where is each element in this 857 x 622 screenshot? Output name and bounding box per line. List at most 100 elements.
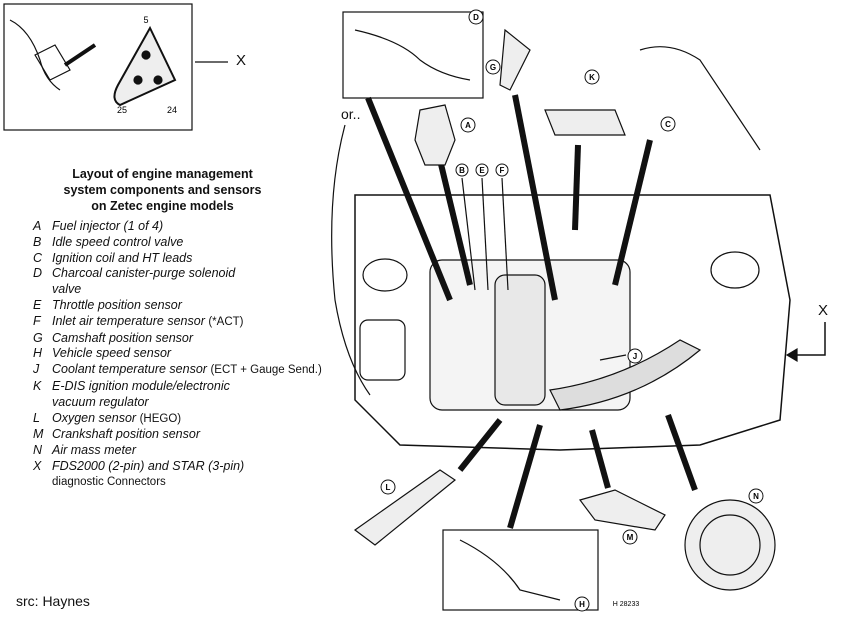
leader-d	[365, 96, 453, 302]
title-line: Layout of engine management	[72, 167, 253, 181]
legend-item: E Throttle position sensor	[33, 298, 363, 314]
reservoir	[359, 319, 406, 381]
pin-24	[153, 75, 163, 85]
leader-g	[512, 94, 558, 301]
callout-n: N	[748, 488, 764, 504]
oxygen-sensor-sketch	[353, 469, 457, 546]
inset-h-sketch	[459, 539, 561, 601]
source-credit: src: Haynes	[16, 593, 90, 609]
callout-j: J	[627, 348, 643, 364]
legend-key: E	[33, 297, 42, 312]
callout-c: C	[660, 116, 676, 132]
legend-text: Throttle position sensor	[52, 297, 182, 312]
ignition-coil-sketch	[639, 46, 761, 151]
or-curve	[331, 124, 371, 396]
inset-d-sketch	[354, 29, 471, 81]
legend-text: E-DIS ignition module/electronic	[52, 378, 230, 393]
svg-text:A: A	[465, 121, 471, 130]
star-connector-shape	[113, 25, 177, 107]
svg-text:F: F	[500, 166, 505, 175]
svg-text:C: C	[665, 120, 671, 129]
leader-k	[572, 144, 581, 231]
pin-5	[141, 50, 151, 60]
pin-label-25: 25	[117, 105, 127, 115]
intake-hose	[549, 339, 702, 411]
legend-text: Coolant temperature sensor	[52, 362, 207, 377]
inset-pointer-arrow	[63, 43, 97, 67]
pin-25	[133, 75, 143, 85]
leader-m	[589, 429, 611, 489]
legend-key: K	[33, 378, 42, 393]
legend-key: C	[33, 250, 43, 265]
callout-b: B	[455, 163, 469, 177]
figure-ref: H 28233	[613, 601, 640, 608]
leader-l	[457, 418, 503, 472]
legend-key: J	[33, 362, 40, 377]
legend-text: Oxygen sensor	[52, 410, 137, 425]
inset-d-box	[342, 11, 484, 99]
diagram-title: Layout of engine management system compo…	[20, 166, 305, 214]
svg-text:E: E	[479, 166, 485, 175]
legend-key: F	[33, 313, 41, 328]
pin-label-24: 24	[167, 105, 177, 115]
legend-text: Crankshaft position sensor	[52, 427, 200, 442]
right-strut-top	[710, 251, 760, 289]
svg-text:L: L	[386, 483, 391, 492]
legend-x-continuation: diagnostic Connectors	[52, 475, 166, 488]
air-intake-efi	[494, 274, 546, 406]
legend-key: G	[33, 330, 43, 345]
svg-text:D: D	[473, 13, 479, 22]
callout-a: A	[460, 117, 476, 133]
x-label-top: X	[236, 52, 247, 69]
leader-c	[612, 139, 653, 286]
legend-text: Air mass meter	[52, 443, 137, 458]
svg-text:K: K	[589, 73, 595, 82]
legend-note: (ECT + Gauge Send.)	[210, 364, 322, 377]
legend-text: Camshaft position sensor	[52, 330, 194, 345]
legend-text: Ignition coil and HT leads	[52, 250, 193, 265]
engine-bay-outline	[354, 194, 791, 451]
leader-f	[501, 177, 509, 291]
legend-key: X	[33, 458, 42, 473]
legend-item: vacuum regulator	[33, 395, 363, 411]
legend-note: (*ACT)	[208, 315, 244, 328]
svg-text:G: G	[490, 63, 496, 72]
x-arrowhead-right	[785, 347, 798, 363]
legend-item: X FDS2000 (2-pin) and STAR (3-pin)	[33, 459, 363, 475]
title-line: on Zetec engine models	[91, 199, 234, 213]
leader-b	[461, 177, 476, 291]
callout-k: K	[584, 69, 600, 85]
callout-badges: A B C D E F G H J K L M N	[380, 9, 764, 612]
legend-item: C Ignition coil and HT leads	[33, 251, 363, 267]
legend-text: FDS2000 (2-pin) and STAR (3-pin)	[52, 458, 245, 473]
left-strut-top	[362, 258, 408, 292]
svg-text:M: M	[627, 533, 634, 542]
legend-text: Idle speed control valve	[52, 234, 184, 249]
x-leader-arrow-right	[795, 322, 826, 356]
svg-text:J: J	[633, 352, 637, 361]
leader-n	[665, 413, 698, 492]
callout-d: D	[468, 9, 484, 25]
legend-text: Charcoal canister-purge solenoid	[52, 266, 236, 281]
callout-g: G	[485, 59, 501, 75]
fuel-injector-sketch	[414, 104, 456, 166]
callout-m: M	[622, 529, 638, 545]
connector-plug-sketch	[34, 44, 71, 81]
legend-key: B	[33, 234, 42, 249]
leader-h	[507, 424, 543, 529]
callout-f: F	[495, 163, 509, 177]
crankshaft-sensor-sketch	[578, 489, 666, 531]
legend-text: vacuum regulator	[52, 394, 149, 409]
or-label: or..	[341, 106, 361, 122]
air-mass-meter-sketch	[684, 499, 776, 591]
legend-key: A	[33, 219, 42, 233]
legend-text: valve	[52, 282, 82, 297]
legend-key: L	[33, 410, 40, 425]
x-label-right: X	[818, 302, 829, 319]
